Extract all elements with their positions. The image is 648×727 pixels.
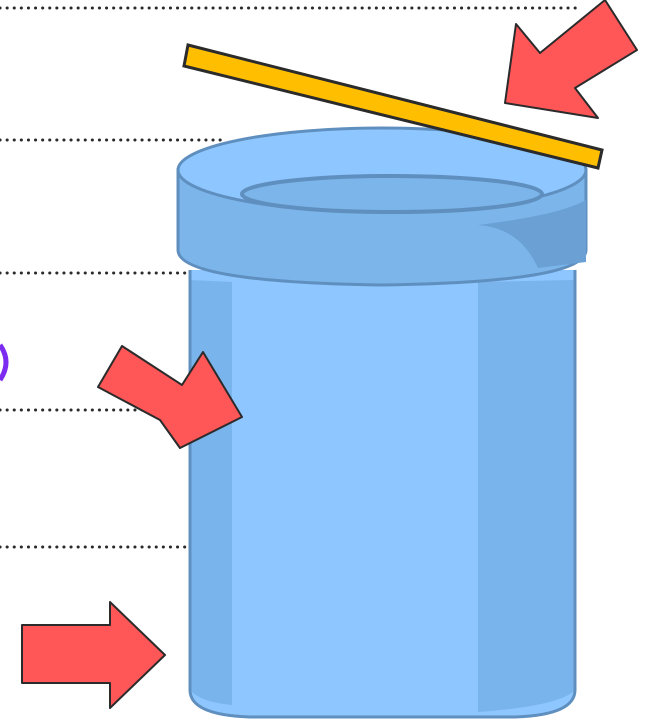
base-arrow-icon <box>22 602 165 708</box>
cup-body-shade-right <box>478 280 575 712</box>
cup-icon <box>178 128 586 717</box>
purple-bracket-mark <box>0 345 6 380</box>
lid-arrow-icon <box>505 0 637 118</box>
cup-opening <box>242 176 542 212</box>
lid-arrow-shape <box>505 0 637 118</box>
base-arrow-shape <box>22 602 165 708</box>
cup-body-shade-left <box>190 280 232 705</box>
